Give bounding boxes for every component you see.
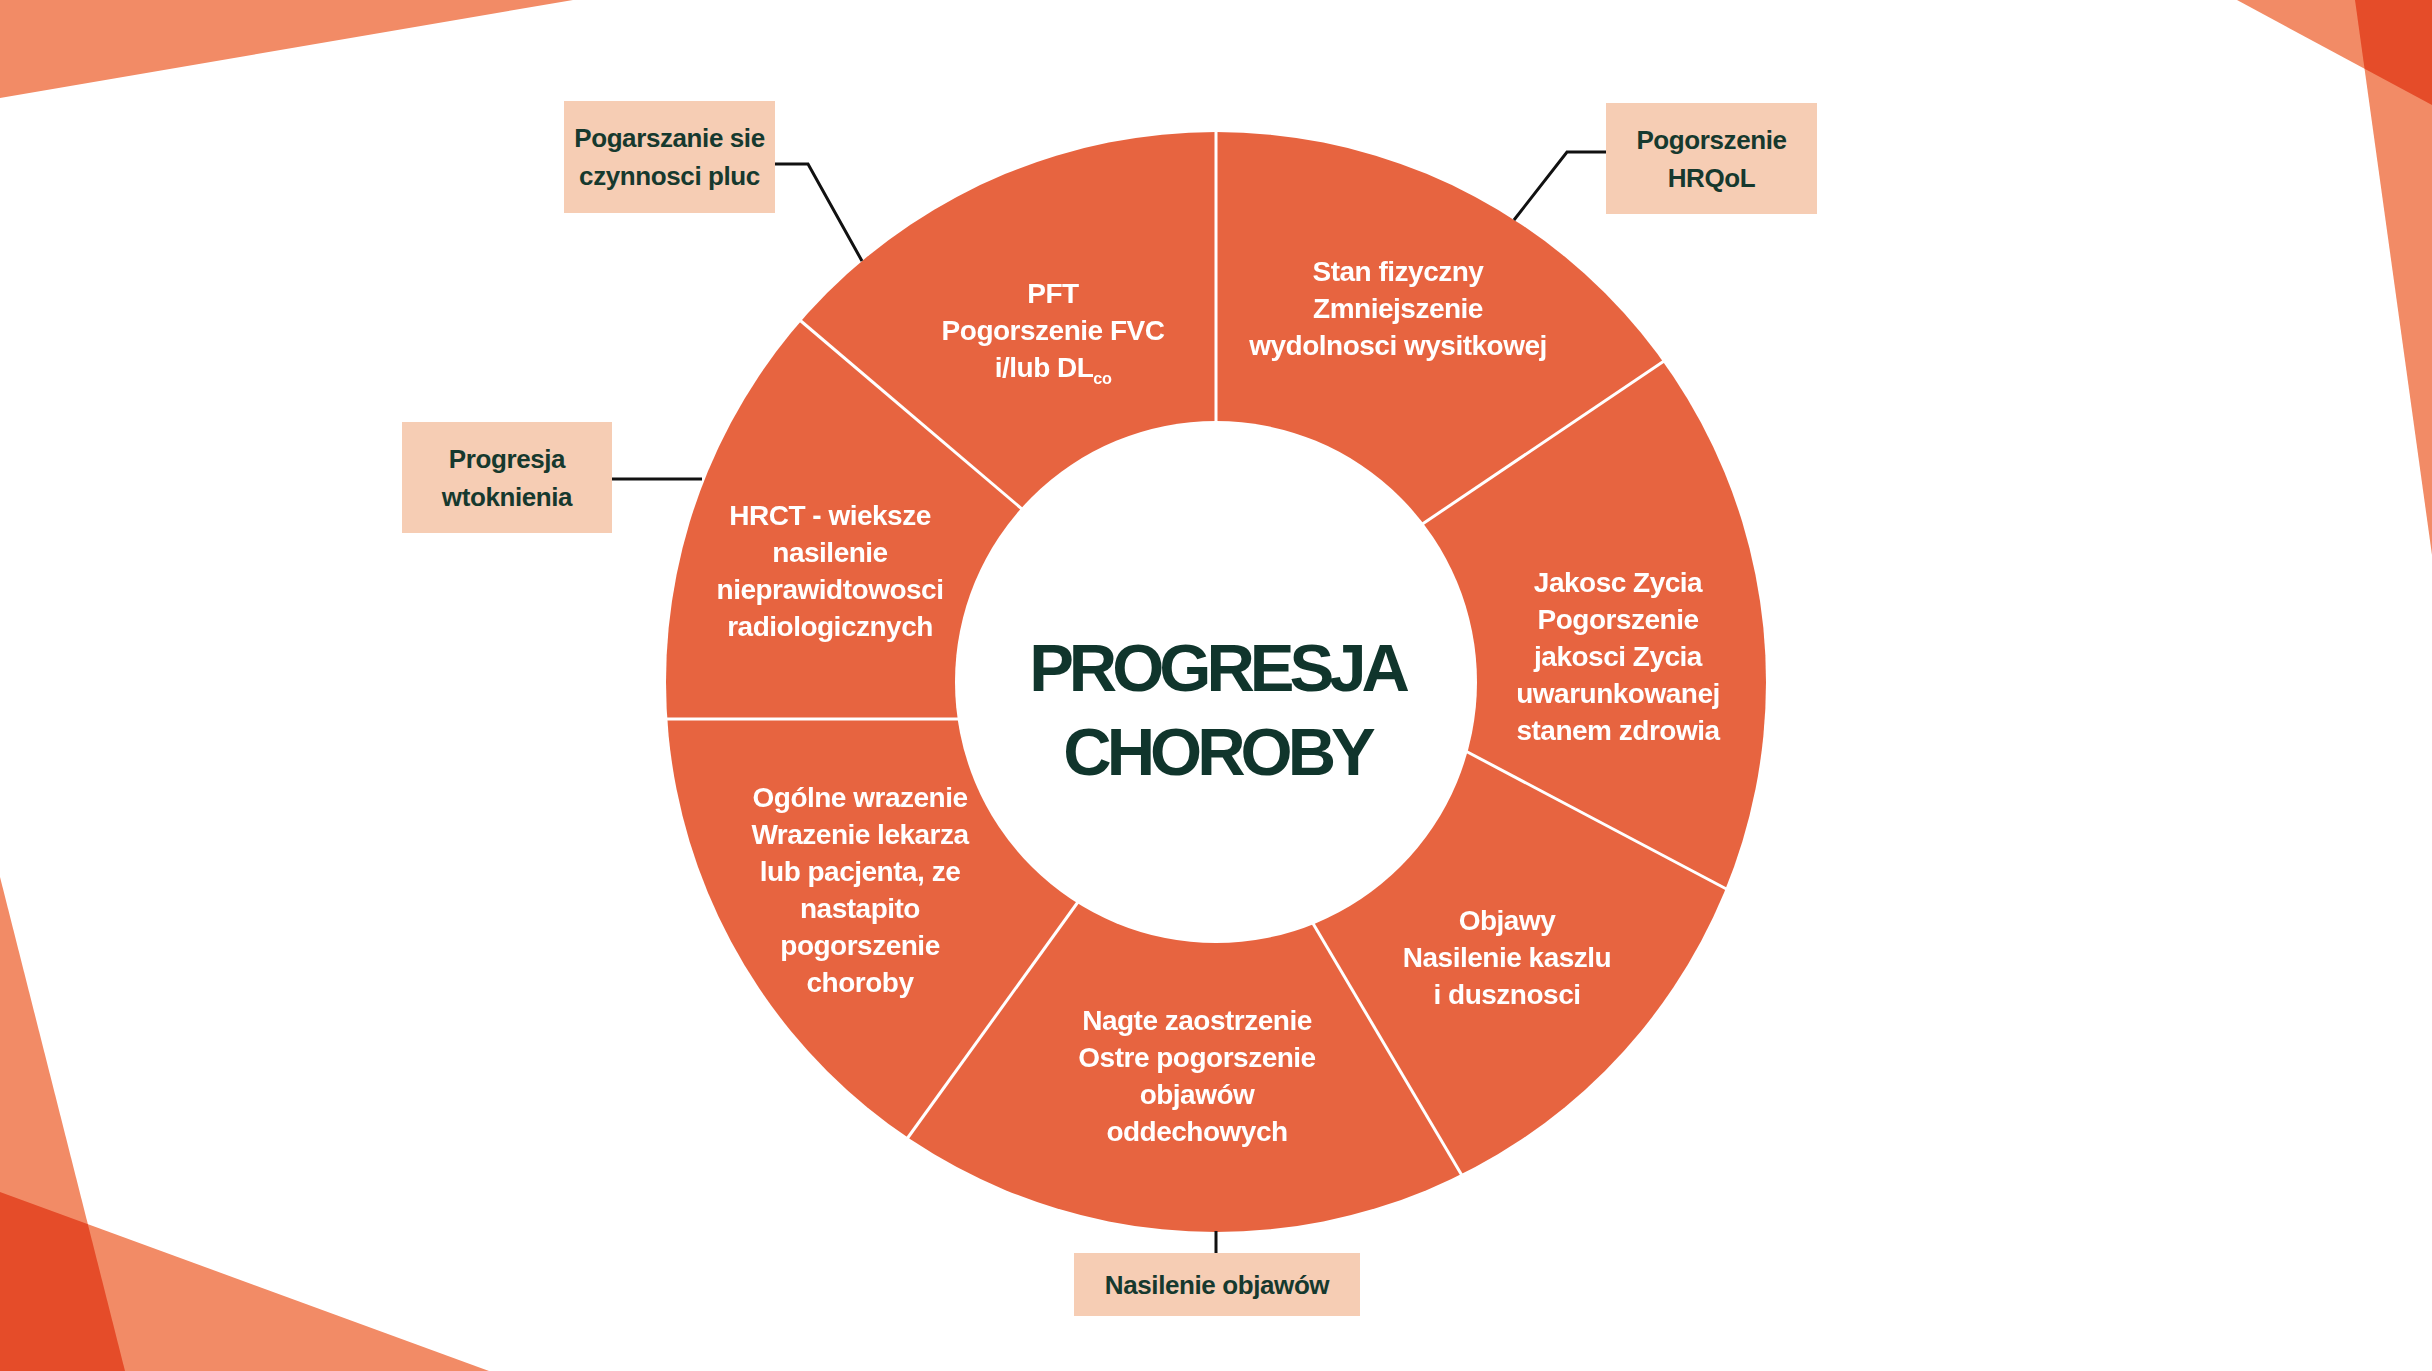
text-line: stanem zdrowia — [1516, 712, 1720, 749]
corner-decoration-top-right-b — [2355, 0, 2432, 555]
segment-label-hrct: HRCT - wiekszenasilenienieprawidtowoscir… — [717, 497, 944, 645]
segment-label-exacerbation: Nagte zaostrzenieOstre pogorszenieobjawó… — [1078, 1002, 1315, 1150]
text-line: wydolnosci wysitkowej — [1249, 327, 1547, 364]
text-line: nasilenie — [717, 534, 944, 571]
center-title-line2: CHOROBY — [1029, 710, 1405, 794]
text-line: PFT — [942, 275, 1165, 312]
text-line: radiologicznych — [717, 608, 944, 645]
segment-label-pft: PFTPogorszenie FVCi/lub DLco — [942, 275, 1165, 397]
corner-decoration-top-left — [0, 0, 573, 98]
text-line: uwarunkowanej — [1516, 675, 1720, 712]
text-line: Pogorszenie — [1516, 601, 1720, 638]
text-line: HRQoL — [1668, 159, 1756, 197]
segment-label-quality-of-life: Jakosc ZyciaPogorszeniejakosci Zyciauwar… — [1516, 564, 1720, 749]
text-line: Nagte zaostrzenie — [1078, 1002, 1315, 1039]
center-title: PROGRESJA CHOROBY — [1029, 626, 1405, 794]
center-title-line1: PROGRESJA — [1029, 626, 1405, 710]
callout-symptom-increase: Nasilenie objawów — [1074, 1253, 1360, 1316]
text-line: i/lub DLco — [942, 349, 1165, 397]
text-line: jakosci Zycia — [1516, 638, 1720, 675]
text-line: Jakosc Zycia — [1516, 564, 1720, 601]
text-line: i dusznosci — [1403, 976, 1611, 1013]
text-line: Nasilenie kaszlu — [1403, 939, 1611, 976]
text-line: wtoknienia — [442, 478, 572, 516]
connector-lung-function — [775, 164, 862, 261]
connector-hrqol — [1514, 152, 1606, 220]
text-line: czynnosci pluc — [579, 157, 760, 195]
text-line: nastapito — [751, 890, 968, 927]
segment-label-physical-state: Stan fizycznyZmniejszeniewydolnosci wysi… — [1249, 253, 1547, 364]
text-line: pogorszenie — [751, 927, 968, 964]
text-line: Zmniejszenie — [1249, 290, 1547, 327]
text-line: Pogorszenie FVC — [942, 312, 1165, 349]
text-line: Objawy — [1403, 902, 1611, 939]
text-line: Ogólne wrazenie — [751, 779, 968, 816]
text-line: choroby — [751, 964, 968, 1001]
text-line: nieprawidtowosci — [717, 571, 944, 608]
callout-fibrosis: Progresjawtoknienia — [402, 422, 612, 533]
text-line: Progresja — [449, 440, 565, 478]
text-line: Pogarszanie sie — [574, 119, 765, 157]
callout-lung-function: Pogarszanie sieczynnosci pluc — [564, 101, 775, 213]
segment-label-overall-impression: Ogólne wrazenieWrazenie lekarzalub pacje… — [751, 779, 968, 1001]
text-line: HRCT - wieksze — [717, 497, 944, 534]
text-line: Nasilenie objawów — [1105, 1266, 1329, 1304]
text-line: Wrazenie lekarza — [751, 816, 968, 853]
text-line: Stan fizyczny — [1249, 253, 1547, 290]
text-line: objawów — [1078, 1076, 1315, 1113]
text-line: lub pacjenta, ze — [751, 853, 968, 890]
text-line: Pogorszenie — [1636, 121, 1786, 159]
text-line: Ostre pogorszenie — [1078, 1039, 1315, 1076]
segment-label-symptoms: ObjawyNasilenie kaszlui dusznosci — [1403, 902, 1611, 1013]
callout-hrqol: PogorszenieHRQoL — [1606, 103, 1817, 214]
text-line: oddechowych — [1078, 1113, 1315, 1150]
